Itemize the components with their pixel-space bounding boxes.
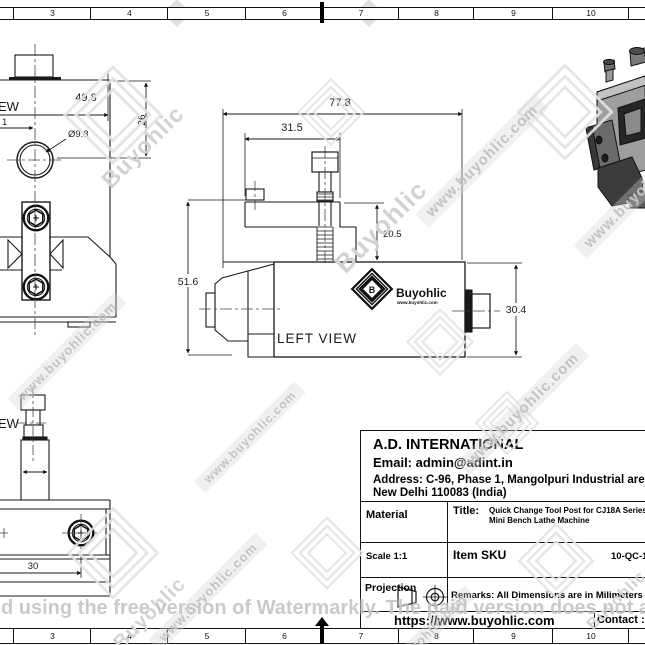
ruler-cell: 3 xyxy=(13,8,91,19)
title-block-line xyxy=(361,501,645,502)
remarks-text: Remarks: All Dimensions are in Milimeter… xyxy=(451,590,643,601)
dim-fv-bolt-offset: 30 xyxy=(28,561,39,572)
front-view-label: EW xyxy=(0,416,20,431)
ruler-cell xyxy=(628,8,645,19)
ruler-cell: 4 xyxy=(90,629,168,643)
sku-value: 10-QC-1 xyxy=(611,551,645,562)
ruler-cell: 5 xyxy=(167,8,246,19)
scale-label: Scale 1:1 xyxy=(366,551,408,562)
ruler-cell: 10 xyxy=(552,629,629,643)
company-address-1: Address: C-96, Phase 1, Mangolpuri Indus… xyxy=(373,474,645,486)
title-label: Title: xyxy=(453,505,480,517)
ruler-cell: 8 xyxy=(398,8,474,19)
top-view-label: EW xyxy=(0,99,20,114)
dim-lv-clamp-width: 31.5 xyxy=(281,122,302,134)
drawing-title-line1: Quick Change Tool Post for CJ18A Series,… xyxy=(489,506,645,515)
ruler-cell: 9 xyxy=(473,8,553,19)
ruler-cell xyxy=(628,629,645,643)
ruler-cell: 9 xyxy=(473,629,553,643)
drawing-title-line2: Mini Bench Lathe Machine xyxy=(489,516,590,525)
website-link: https://www.buyohlic.com xyxy=(394,613,555,628)
ruler-cell: 8 xyxy=(398,629,474,643)
dim-top-partial: 1 xyxy=(2,117,7,128)
ruler-cell: 5 xyxy=(167,629,246,643)
contact-label: Contact : xyxy=(597,614,645,626)
projection-label: Projection xyxy=(365,582,417,594)
title-block-line xyxy=(447,501,448,611)
ruler-cell: 7 xyxy=(322,629,399,643)
dim-hole-dia: Ø9.8 xyxy=(68,129,89,140)
material-label: Material xyxy=(366,509,408,521)
dim-lv-total-height: 51.6 xyxy=(178,276,199,288)
ruler-cell: 4 xyxy=(90,8,168,19)
logo-brand: Buyohlic xyxy=(396,286,447,300)
sheet-center-tick-bottom xyxy=(320,624,324,644)
company-email: Email: admin@adint.in xyxy=(373,455,513,470)
dim-lv-screw-depth: 20.5 xyxy=(383,229,402,240)
watermarkly-banner: d using the free version of Watermarkly.… xyxy=(1,597,645,619)
company-address-2: New Delhi 110083 (India) xyxy=(373,487,507,499)
projection-symbol xyxy=(397,585,447,609)
title-block-line xyxy=(361,611,645,612)
front-view xyxy=(0,388,111,597)
top-view xyxy=(0,44,151,338)
dim-lv-block-height: 30.4 xyxy=(506,304,527,316)
item-sku-label: Item SKU xyxy=(453,548,507,562)
logo-site: www.buyohlic.com xyxy=(396,300,438,305)
title-block: A.D. INTERNATIONAL Email: admin@adint.in… xyxy=(360,430,645,629)
ruler-cell: 6 xyxy=(245,629,323,643)
ruler-cell: 7 xyxy=(322,8,399,19)
sheet-center-tick-top xyxy=(320,2,324,23)
company-name: A.D. INTERNATIONAL xyxy=(373,437,524,453)
ruler-cell: 6 xyxy=(245,8,323,19)
title-block-line xyxy=(361,542,645,543)
logo-letter: B xyxy=(369,285,376,295)
dim-top-height: 26 xyxy=(137,114,148,126)
iso-3d-render xyxy=(585,47,645,209)
title-block-line xyxy=(594,611,595,629)
title-block-line xyxy=(361,577,645,578)
left-view-label: LEFT VIEW xyxy=(277,331,357,346)
ruler-cell: 3 xyxy=(13,629,91,643)
ruler-cell: 10 xyxy=(552,8,629,19)
sheet-center-tick-bottom-arrow xyxy=(315,617,329,626)
